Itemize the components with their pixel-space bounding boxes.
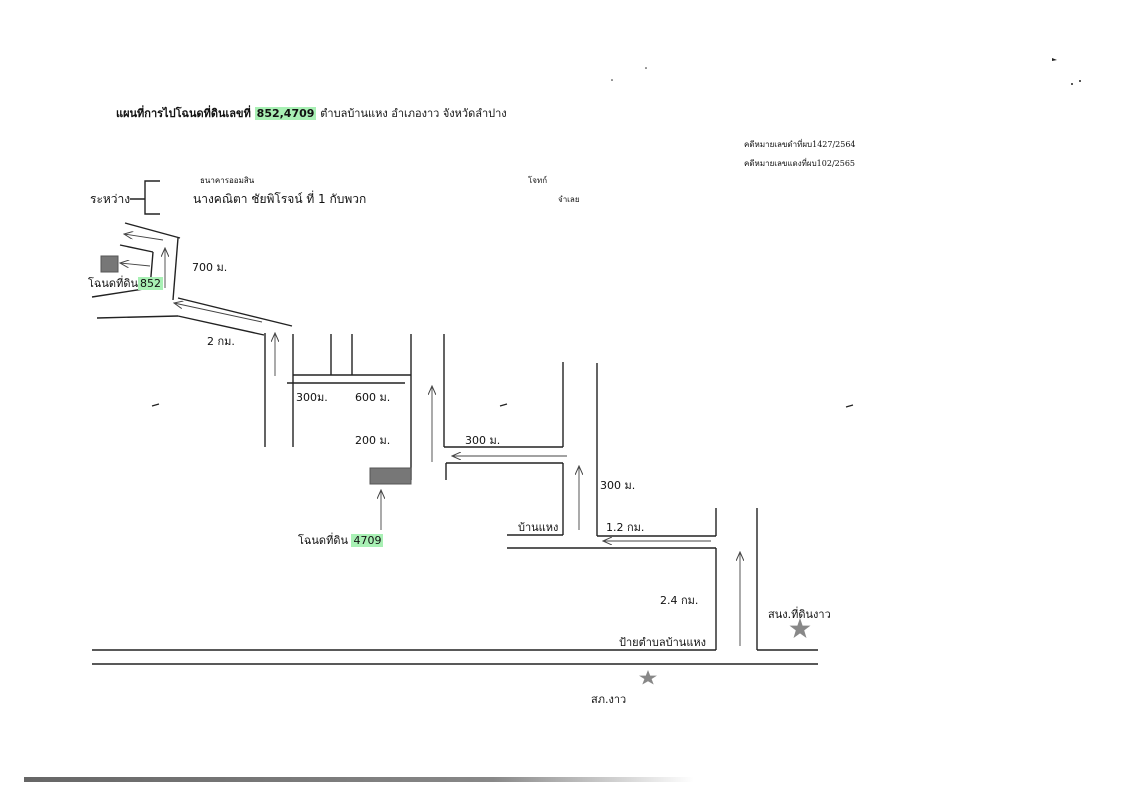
deed-label-prefix: โฉนดที่ดิน xyxy=(298,534,348,547)
defendant-role: จำเลย xyxy=(558,195,580,204)
road xyxy=(177,297,293,327)
police-station-label: สภ.งาว xyxy=(591,693,627,706)
direction-arrow xyxy=(174,303,263,323)
road xyxy=(124,222,181,239)
road xyxy=(172,237,179,301)
deed-4709-number: 4709 xyxy=(351,534,384,547)
defendant-name: นางคณิตา ชัยพิโรจน์ ที่ 1 กับพวก xyxy=(193,192,367,206)
direction-arrows xyxy=(120,234,740,646)
title-location: ตำบลบ้านแหง อำเภองาว จังหวัดลำปาง xyxy=(320,107,507,120)
between-label: ระหว่าง xyxy=(90,192,131,206)
between-bracket xyxy=(130,180,160,215)
deed-4709-label: โฉนดที่ดิน 4709 xyxy=(298,534,384,547)
road xyxy=(177,315,265,336)
deed-852-number: 852 xyxy=(137,277,163,290)
distance-300m-b: 300 ม. xyxy=(465,434,501,447)
plaintiff-name: ธนาคารออมสิน xyxy=(200,176,255,185)
distance-2km: 2 กม. xyxy=(207,335,235,348)
distance-700m: 700 ม. xyxy=(192,261,228,274)
distance-1-2km: 1.2 กม. xyxy=(606,521,645,534)
land-parcel-852 xyxy=(100,255,119,273)
police-station-star-icon xyxy=(639,670,657,685)
black-case-number: คดีหมายเลขดำที่ผบ1427/2564 xyxy=(744,140,856,149)
road xyxy=(96,315,179,319)
title-deed-numbers: 852,4709 xyxy=(254,107,317,120)
distance-2-4km: 2.4 กม. xyxy=(660,594,699,607)
subdistrict-sign-label: ป้ายตำบลบ้านแหง xyxy=(619,636,707,649)
distance-300m-a: 300ม. xyxy=(296,391,328,404)
ban-haeng-label: บ้านแหง xyxy=(518,521,559,534)
title-prefix: แผนที่การไปโฉนดที่ดินเลขที่ xyxy=(116,107,251,120)
plaintiff-role: โจทก์ xyxy=(528,176,548,185)
red-case-number: คดีหมายเลขแดงที่ผบ102/2565 xyxy=(744,159,855,168)
scan-edge-bar xyxy=(24,777,694,782)
deed-label-prefix: โฉนดที่ดิน xyxy=(88,277,138,290)
land-parcel-4709 xyxy=(369,467,412,485)
roads xyxy=(91,180,818,665)
direction-arrow xyxy=(124,234,164,241)
land-office-star-icon xyxy=(789,618,811,638)
distance-600m: 600 ม. xyxy=(355,391,391,404)
land-office-label: สนง.ที่ดินงาว xyxy=(768,608,831,621)
distance-200m: 200 ม. xyxy=(355,434,391,447)
distance-300m-c: 300 ม. xyxy=(600,479,636,492)
map-title: แผนที่การไปโฉนดที่ดินเลขที่ 852,4709 ตำบ… xyxy=(116,107,507,120)
scan-specks xyxy=(151,58,1081,408)
direction-arrow xyxy=(120,263,151,266)
road xyxy=(119,244,154,253)
